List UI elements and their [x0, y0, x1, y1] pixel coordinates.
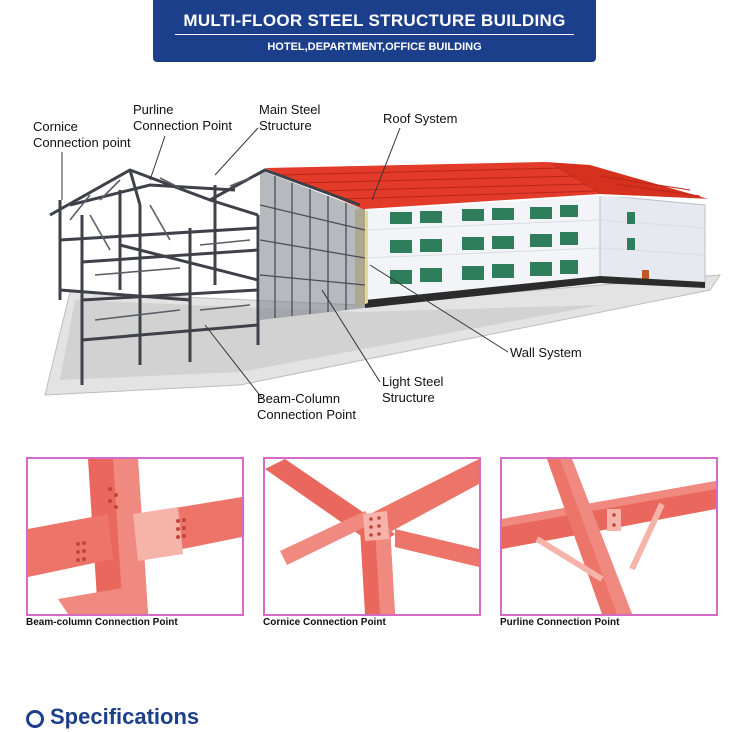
purline-cleat [607, 509, 621, 531]
building-side-wall [599, 194, 706, 286]
beam-left [28, 514, 113, 577]
brace-right [629, 502, 665, 571]
callout-light-steel-line1: Light Steel [382, 374, 444, 389]
purline-column-face [560, 459, 632, 614]
purline-detail-image [502, 459, 716, 614]
wall-panel-lines [364, 219, 706, 259]
banner-divider [175, 34, 574, 35]
callout-purline-line1: Purline [133, 102, 174, 117]
roof-tile-lines [279, 167, 701, 200]
caption-beam-column: Beam-column Connection Point [26, 617, 178, 628]
circle-bullet-icon [26, 710, 44, 728]
callout-main-steel-line2: Structure [259, 118, 312, 133]
callout-cornice-line1: Cornice [33, 119, 78, 134]
cornice-column-face [375, 527, 395, 614]
cornice-plate [363, 511, 389, 541]
callout-light-steel: Light Steel Structure [382, 374, 443, 406]
side-door [642, 270, 649, 282]
callout-roof: Roof System [383, 111, 457, 127]
caption-purline: Purline Connection Point [500, 617, 620, 628]
caption-cornice: Cornice Connection Point [263, 617, 386, 628]
column-face [113, 459, 148, 614]
callout-purline: Purline Connection Point [133, 102, 232, 134]
main-steel-frame [49, 168, 361, 385]
beam-column-detail-image [28, 459, 242, 614]
building-illustration [44, 127, 721, 399]
callout-leader-lines [61, 127, 509, 399]
light-steel-grid [259, 176, 366, 318]
callout-beam-column-line2: Connection Point [257, 407, 357, 422]
bolt-holes [76, 487, 186, 562]
banner-title: MULTI-FLOOR STEEL STRUCTURE BUILDING [183, 11, 566, 30]
callout-beam-column-line1: Beam-Column [257, 391, 341, 406]
detail-cornice [263, 457, 481, 616]
callout-light-steel-line2: Structure [382, 390, 435, 405]
header-banner: MULTI-FLOOR STEEL STRUCTURE BUILDING HOT… [153, 0, 596, 62]
callout-roof-line1: Roof System [383, 111, 458, 126]
callout-beam-column: Beam-Column Connection Point [257, 391, 356, 423]
callout-cornice-line2: Connection point [33, 135, 131, 150]
ground-shadow [60, 300, 600, 380]
callout-main-steel: Main Steel Structure [259, 102, 320, 134]
building-windows [390, 205, 635, 284]
callout-main-steel-line1: Main Steel [259, 102, 321, 117]
purline-rafter-top [502, 481, 716, 527]
rafter-right [360, 459, 479, 539]
connection-plate [133, 507, 183, 561]
callout-cornice: Cornice Connection point [33, 119, 131, 151]
purlin-beam [280, 511, 373, 565]
purline-bolts [612, 513, 616, 527]
roof-edge [364, 193, 713, 211]
callout-wall: Wall System [510, 345, 582, 361]
cornice-bolts [369, 516, 381, 537]
cornice-detail-image [265, 459, 479, 614]
secondary-steel-members [69, 177, 251, 321]
callout-purline-line2: Connection Point [133, 118, 233, 133]
banner-subtitle: HOTEL,DEPARTMENT,OFFICE BUILDING [267, 41, 482, 53]
brace-left [535, 536, 604, 582]
callout-wall-line1: Wall System [510, 345, 582, 360]
lower-flange [58, 587, 138, 614]
eave-beam [395, 529, 479, 567]
roof-side [545, 162, 712, 200]
specifications-title: Specifications [50, 704, 200, 729]
detail-purline [500, 457, 718, 616]
detail-beam-column [26, 457, 244, 616]
roof-main [265, 162, 600, 210]
